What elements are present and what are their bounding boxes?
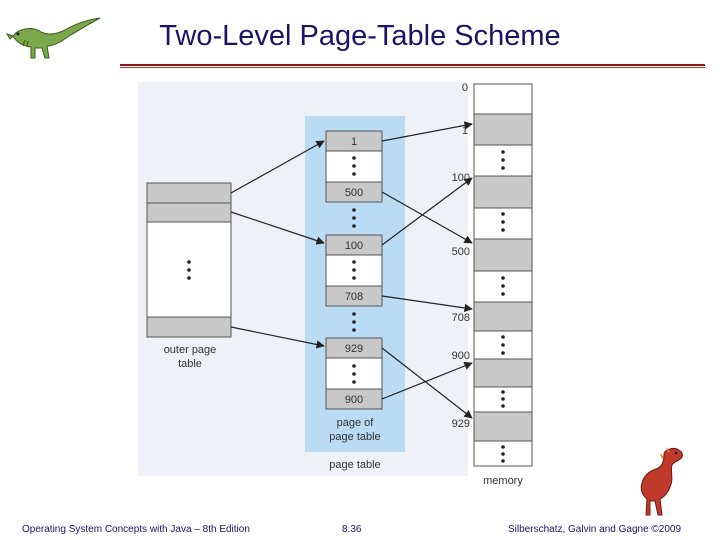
memory-label-929: 929 [452,418,470,430]
memory-frame [473,83,533,115]
outer-entry [146,316,232,338]
dinosaur-corner-icon [640,447,683,516]
page-entry-708-label: 708 [345,291,363,303]
memory-label-0: 0 [462,82,468,94]
outer-table-label-2: table [178,358,202,370]
memory-label: memory [483,475,523,487]
outer-page-table [146,182,232,338]
arrow-entry-500-to-mem-500 [381,191,473,244]
title-rule [120,64,705,66]
dinosaur-body [5,17,101,59]
arrow-entry-100-to-mem-100 [381,177,473,246]
page-of-page-table-label-1: page of [337,417,375,429]
footer-left: Operating System Concepts with Java – 8t… [22,524,250,535]
outer-entry [146,182,232,204]
arrows [230,121,473,419]
arrow-entry-900-to-mem-900 [381,361,473,400]
outer-entry [146,202,232,223]
page-table-entries: 1 500 100 708 929 900 [325,130,383,410]
page-entry-100-label: 100 [345,240,363,252]
arrow-entry-708-to-mem-708 [381,295,473,313]
dinosaur-icon [5,17,101,59]
memory-column [473,83,533,467]
slide-title: Two-Level Page-Table Scheme [159,20,561,52]
footer-page-number: 8.36 [342,524,362,535]
page-entry-900-label: 900 [345,394,363,406]
page-entry-500-label: 500 [345,187,363,199]
page-table-label: page table [329,459,380,471]
memory-label-1: 1 [462,125,468,137]
arrow-entry-929-to-mem-929 [381,347,473,419]
arrow-outer-to-entry-1 [230,140,325,194]
outer-table-label-1: outer page [164,344,217,356]
title-rule-thin [120,67,705,68]
memory-label-900: 900 [452,350,470,362]
arrow-outer-to-entry-100 [230,211,325,245]
memory-label-708: 708 [452,312,470,324]
page-of-page-table-label-2: page table [329,431,380,443]
footer-right: Silberschatz, Galvin and Gagne ©2009 [508,524,682,535]
page-entry-1-label: 1 [351,136,357,148]
memory-label-500: 500 [452,246,470,258]
page-entry-929-label: 929 [345,343,363,355]
arrow-outer-to-entry-929 [230,326,325,349]
memory-frame [473,207,533,240]
arrow-entry-1-to-mem-1 [381,121,473,142]
